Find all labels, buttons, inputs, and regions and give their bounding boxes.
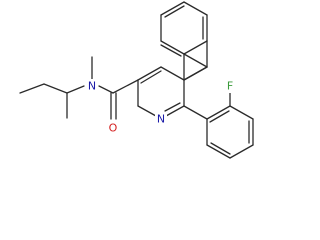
fluorophenyl-ring: [183, 91, 254, 159]
bond: [210, 142, 231, 155]
bond: [137, 105, 157, 117]
bond: [160, 1, 185, 16]
isoquinoline-carboxamide-structure: N O N F: [19, 1, 254, 159]
bond: [19, 83, 45, 94]
bond: [183, 105, 208, 120]
bond: [160, 40, 185, 55]
ring-nitrogen-symbol: N: [157, 113, 165, 126]
bond: [229, 144, 254, 159]
bond: [183, 53, 208, 68]
carbonyl-oxygen-symbol: O: [109, 122, 118, 135]
atom-label-carbonyl-oxygen: O: [107, 121, 119, 135]
bond: [206, 105, 231, 120]
bond: [183, 40, 208, 55]
amide-group: [98, 79, 139, 120]
bond: [160, 44, 182, 57]
atom-label-ring-nitrogen: N: [155, 112, 167, 126]
atom-label-amide-nitrogen: N: [86, 79, 98, 93]
bond: [164, 5, 185, 18]
bond: [137, 66, 162, 81]
sec-butyl-group: [19, 83, 85, 119]
bond: [183, 1, 208, 16]
bond: [165, 105, 185, 117]
fluorine-symbol: F: [227, 80, 233, 93]
atom-label-fluorine: F: [224, 79, 236, 93]
bond: [112, 79, 139, 94]
isoquinoline-ring: [137, 1, 208, 117]
amide-nitrogen-symbol: N: [88, 80, 96, 93]
bond: [229, 105, 254, 120]
bond: [160, 66, 185, 81]
bond: [43, 83, 68, 94]
bond: [164, 102, 181, 112]
bond: [140, 70, 162, 84]
bond: [209, 110, 230, 123]
bond: [206, 144, 231, 159]
bond: [66, 85, 85, 94]
bond: [98, 85, 114, 94]
bond: [183, 66, 208, 81]
